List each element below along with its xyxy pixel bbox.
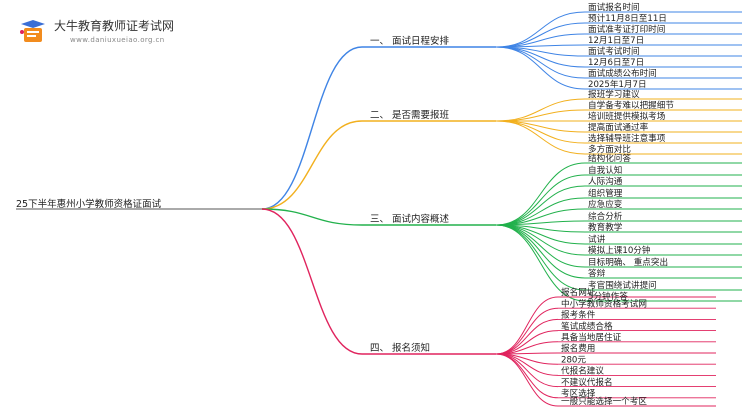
branch-2-leaf-5: 选择辅导班注意事项 — [588, 132, 666, 144]
branch-3-leaf-3: 人际沟通 — [588, 175, 623, 187]
branch-1-leaf-7: 面试成绩公布时间 — [588, 67, 657, 79]
branch-4-leaf-1-line — [495, 296, 559, 355]
branch-2-leaf-6-line — [495, 120, 586, 155]
connector-lines — [16, 11, 742, 407]
root-to-branch-3-line — [261, 208, 363, 226]
branch-1-leaf-6-line — [495, 46, 586, 68]
branch-2-leaf-4: 提高面试通过率 — [588, 121, 649, 133]
branch-4-leaf-7: 280元 — [561, 355, 586, 365]
branch-2-leaf-1: 报班学习建议 — [588, 88, 640, 100]
branch-3-leaf-5: 应急应变 — [588, 198, 623, 210]
branch-3-leaf-7: 教育教学 — [588, 221, 623, 233]
branch-3-leaf-3-line — [495, 185, 586, 226]
site-title: 大牛教育教师证考试网 — [54, 19, 175, 33]
branch-1-leaf-8: 2025年1月7日 — [588, 78, 647, 90]
branch-4-leaf-4: 笔试成绩合格 — [561, 320, 613, 332]
branch-3-leaf-12: 考官围绕试讲提问 — [588, 279, 657, 291]
branch-4-leaf-8-line — [495, 353, 559, 376]
branch-3-leaf-2-line — [495, 174, 586, 226]
branch-4-leaf-10: 考区选择 — [561, 387, 596, 399]
branch-3-leaf-8: 试讲 — [588, 233, 606, 245]
branch-3-leaf-11: 答辩 — [588, 267, 606, 279]
branch-4-leaf-6: 报名费用 — [561, 342, 595, 354]
branch-4-leaf-3: 报考条件 — [561, 309, 596, 321]
branch-3-leaf-11-line — [495, 224, 586, 279]
branch-4-label: 四、 报名须知 — [370, 342, 430, 354]
branch-2-label: 二、 是否需要报班 — [370, 109, 450, 121]
branch-2-leaf-6: 多方面对比 — [588, 143, 631, 155]
branch-3-leaf-10: 目标明确、 重点突出 — [588, 256, 668, 268]
branch-4-leaf-10-line — [495, 353, 559, 399]
branch-4-leaf-9: 不建议代报名 — [561, 376, 613, 388]
branch-3-leaf-13-line — [495, 224, 586, 302]
branch-3-label: 三、 面试内容概述 — [370, 213, 450, 225]
branch-3-leaf-4: 组织管理 — [588, 187, 623, 199]
branch-3-leaf-1: 结构化问答 — [588, 152, 631, 164]
branch-3-leaf-6: 综合分析 — [588, 210, 623, 222]
book-icon — [20, 20, 45, 42]
branch-4-leaf-11-line — [495, 353, 559, 407]
branch-1-leaf-4: 12月1日至7日 — [588, 35, 644, 46]
branch-2-leaf-3: 培训班提供模拟考场 — [588, 110, 666, 122]
branch-1-leaf-1: 面试报名时间 — [588, 1, 640, 13]
branch-1-label: 一、 面试日程安排 — [370, 35, 450, 47]
branch-1-leaf-2: 预计11月8日至11日 — [588, 12, 667, 24]
branch-4-leaf-2: 中小学教师资格考试网 — [561, 297, 647, 309]
root-node-label: 25下半年惠州小学教师资格证面试 — [16, 198, 162, 210]
branch-4-leaf-8: 代报名建议 — [561, 365, 604, 377]
branch-2-leaf-2: 自学备考难以把握细节 — [588, 99, 674, 111]
branch-3-leaf-13: 5分钟作答 — [588, 290, 628, 302]
branch-1-leaf-2-line — [495, 22, 586, 48]
root-to-branch-1-line — [261, 46, 363, 210]
branch-4-leaf-1: 报名网址 — [561, 286, 596, 298]
branch-1-leaf-8-line — [495, 46, 586, 90]
branch-3-leaf-9: 模拟上课10分钟 — [588, 244, 651, 256]
site-url: www.daniuxueiao.org.cn — [70, 36, 165, 44]
branch-4-leaf-11: 一般只能选择一个考区 — [561, 395, 647, 407]
branch-4-leaf-5: 具备当地居住证 — [561, 331, 622, 343]
branch-2-leaf-2-line — [495, 109, 586, 122]
root-to-branch-4-line — [261, 208, 363, 355]
branch-1-leaf-5: 面试考试时间 — [588, 45, 640, 57]
root-to-branch-2-line — [261, 120, 363, 210]
site-logo[interactable]: 大牛教育教师证考试网 www.daniuxueiao.org.cn — [14, 14, 254, 50]
branch-1-leaf-1-line — [495, 11, 586, 48]
branch-3-leaf-9-line — [495, 224, 586, 256]
branch-1-leaf-3: 面试准考证打印时间 — [588, 23, 665, 35]
branch-3-leaf-1-line — [495, 162, 586, 226]
branch-1-leaf-6: 12月6日至7日 — [588, 57, 644, 68]
branch-3-leaf-2: 自我认知 — [588, 164, 622, 176]
mind-map-nodes: 25下半年惠州小学教师资格证面试 一、 面试日程安排 面试报名时间预计11月8日至1… — [16, 1, 674, 407]
